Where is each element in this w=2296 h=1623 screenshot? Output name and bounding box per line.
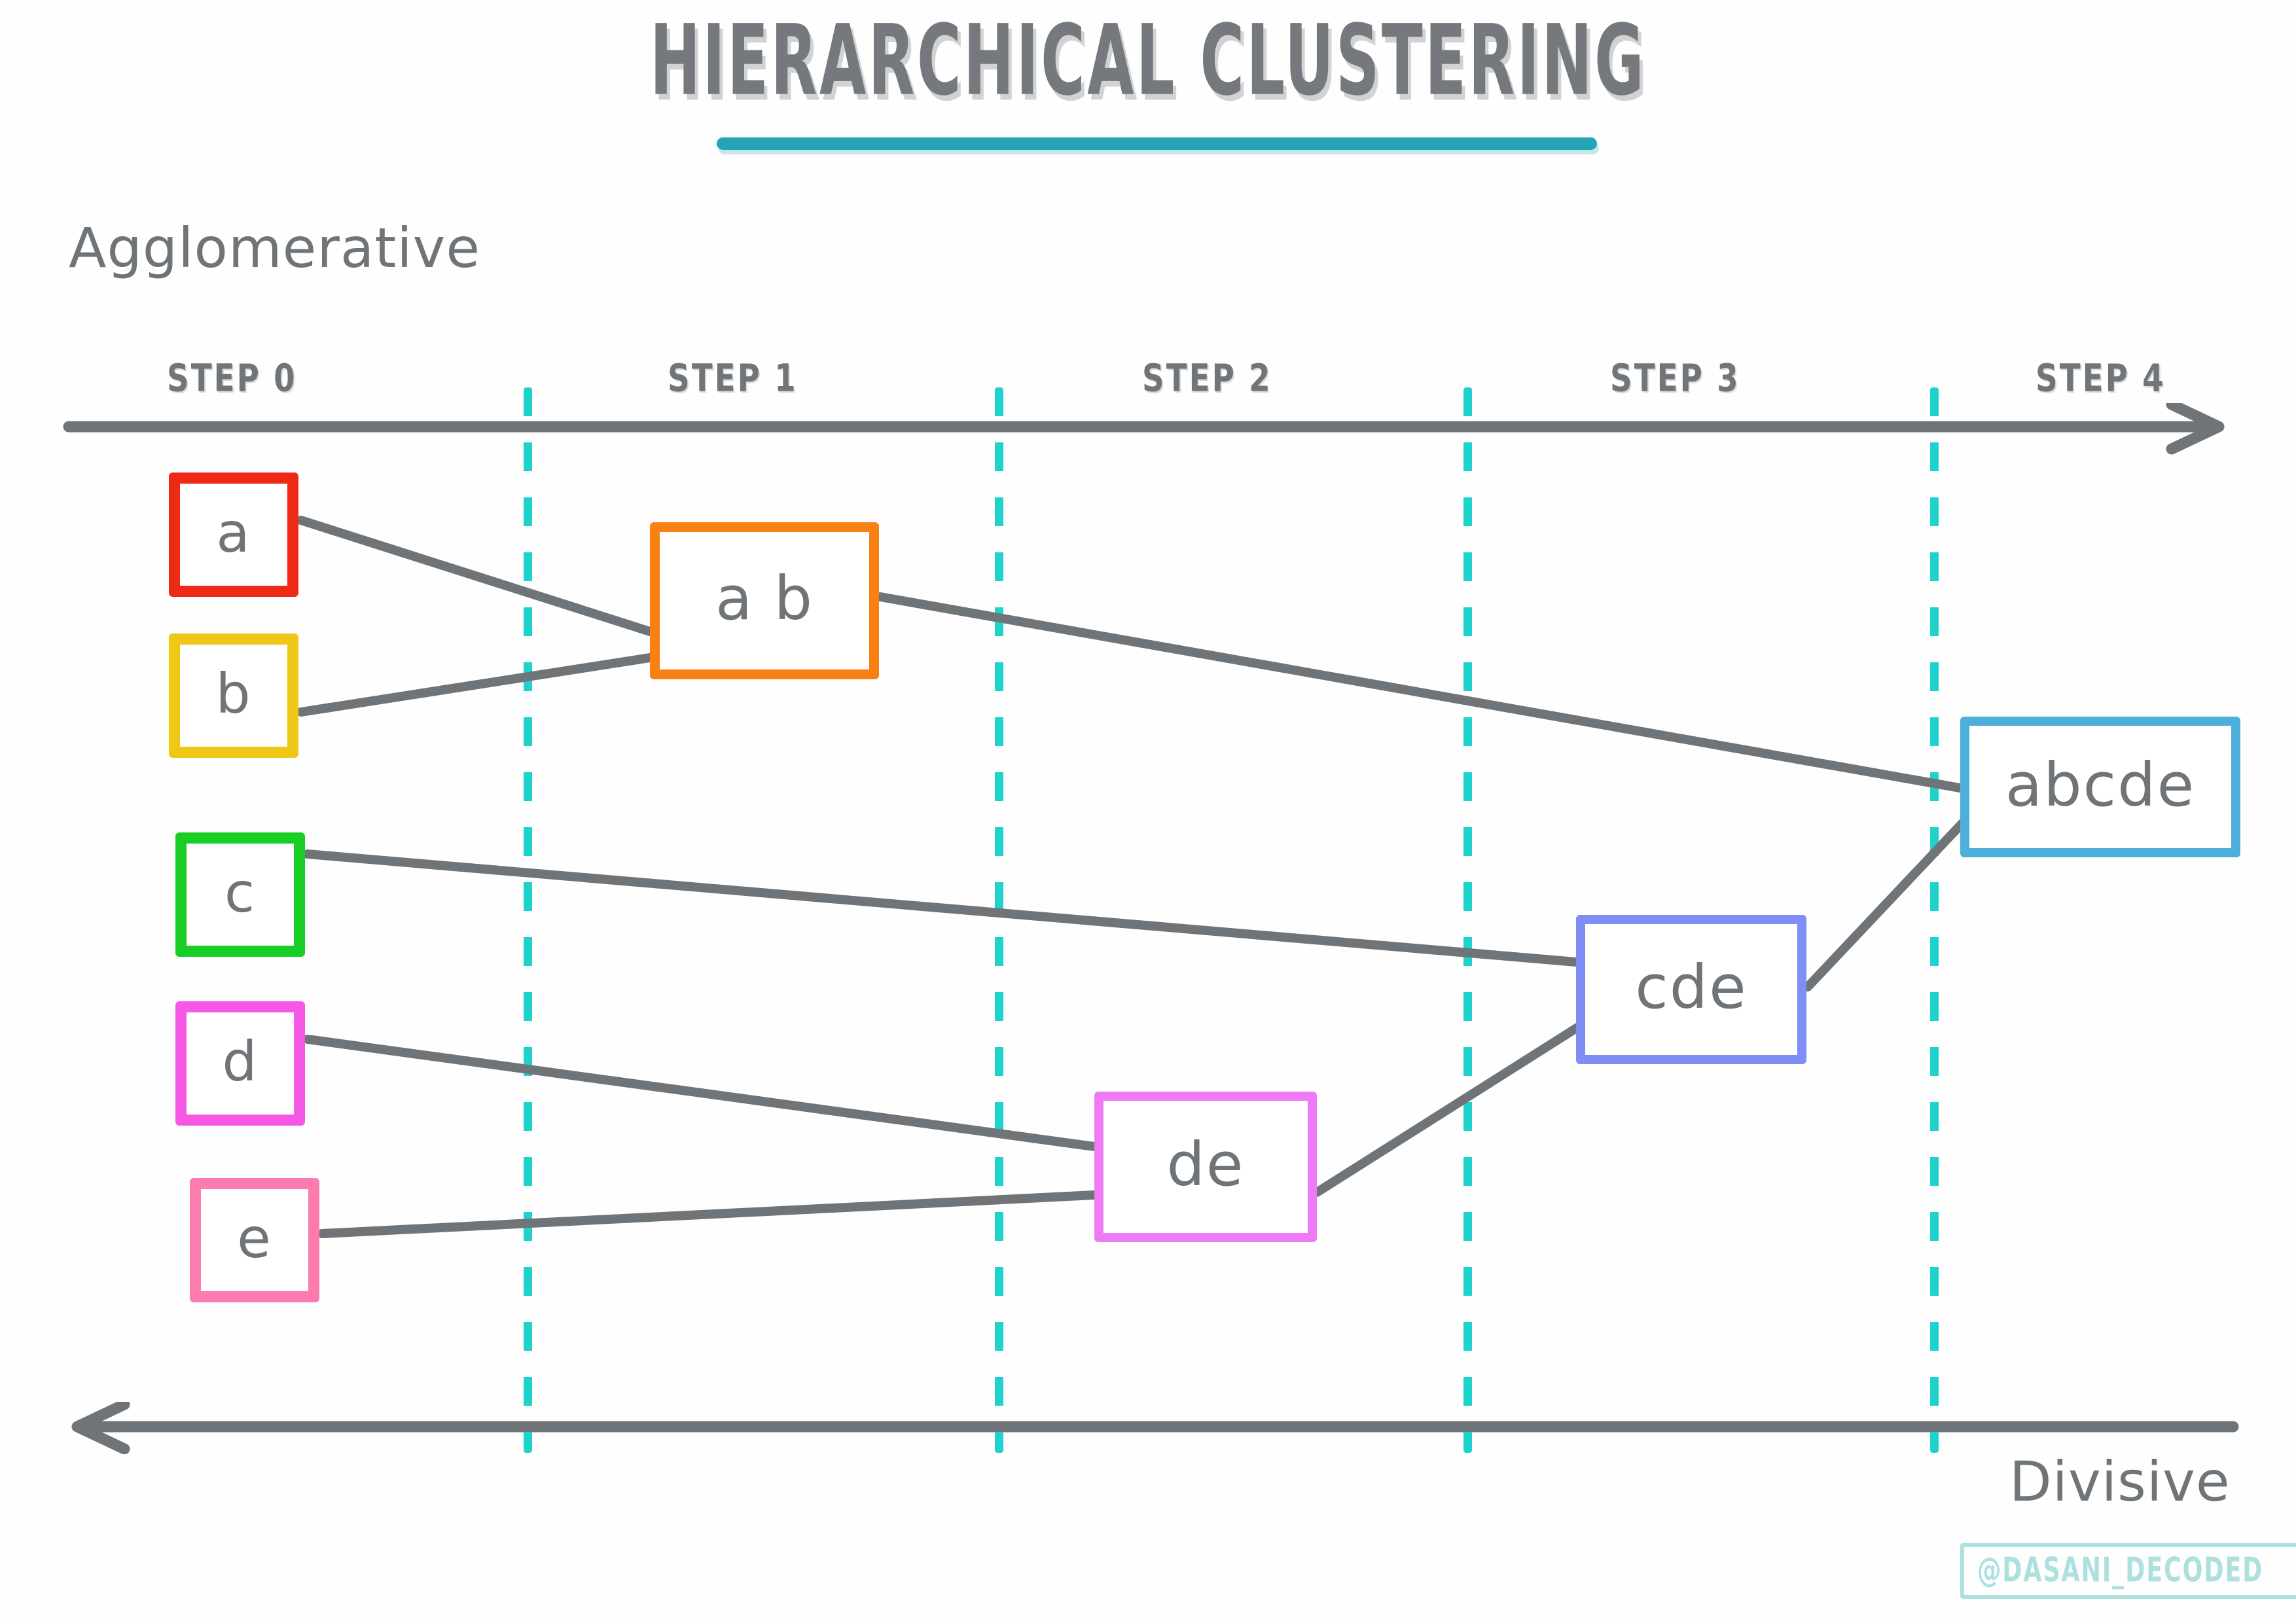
step-label-2: STEP 2 [1142, 357, 1272, 401]
watermark-text: @DASANI_DECODED [1977, 1550, 2264, 1590]
cluster-label-c: c [224, 861, 257, 925]
cluster-label-ab: a b [715, 563, 814, 633]
cluster-box-b[interactable]: b [169, 633, 298, 758]
connector-b-to-ab [296, 653, 655, 717]
connector-cde-to-abcde [1803, 819, 1967, 991]
cluster-box-ab[interactable]: a b [650, 522, 879, 679]
title-block: HIERARCHICAL CLUSTERING [0, 12, 2296, 109]
divisive-label: Divisive [2009, 1450, 2231, 1514]
step-divider-1 [995, 387, 1003, 1453]
cluster-box-abcde[interactable]: abcde [1960, 717, 2240, 857]
step-divider-2 [1463, 387, 1472, 1453]
title-underline [717, 137, 1597, 150]
cluster-label-cde: cde [1635, 952, 1748, 1022]
cluster-box-cde[interactable]: cde [1576, 915, 1806, 1064]
cluster-label-a: a [216, 501, 251, 565]
step-divider-0 [524, 387, 532, 1453]
step-label-1: STEP 1 [668, 357, 798, 401]
page-title: HIERARCHICAL CLUSTERING [649, 3, 1647, 118]
step-divider-3 [1930, 387, 1939, 1453]
divisive-axis [71, 1402, 2239, 1454]
cluster-box-a[interactable]: a [169, 473, 298, 597]
step-label-0: STEP 0 [167, 357, 297, 401]
connector-a-to-ab [296, 516, 655, 636]
cluster-label-abcde: abcde [2005, 749, 2196, 820]
connector-c-to-cde [303, 849, 1581, 967]
cluster-box-d[interactable]: d [175, 1001, 305, 1126]
connector-ab-to-abcde [876, 592, 1968, 793]
cluster-box-de[interactable]: de [1094, 1092, 1317, 1242]
cluster-box-e[interactable]: e [190, 1178, 319, 1302]
cluster-label-b: b [215, 662, 252, 726]
cluster-label-de: de [1166, 1130, 1245, 1200]
connector-de-to-cde [1312, 1023, 1582, 1197]
agglomerative-label: Agglomerative [69, 216, 481, 280]
watermark-badge: @DASANI_DECODED [1960, 1543, 2296, 1599]
agglomerative-axis [63, 403, 2225, 455]
connector-d-to-de [303, 1035, 1099, 1151]
step-label-3: STEP 3 [1610, 357, 1740, 401]
connector-e-to-de [317, 1190, 1099, 1238]
cluster-label-e: e [237, 1206, 272, 1270]
step-label-4: STEP 4 [2036, 357, 2166, 401]
cluster-label-d: d [222, 1029, 259, 1094]
cluster-box-c[interactable]: c [175, 832, 305, 957]
